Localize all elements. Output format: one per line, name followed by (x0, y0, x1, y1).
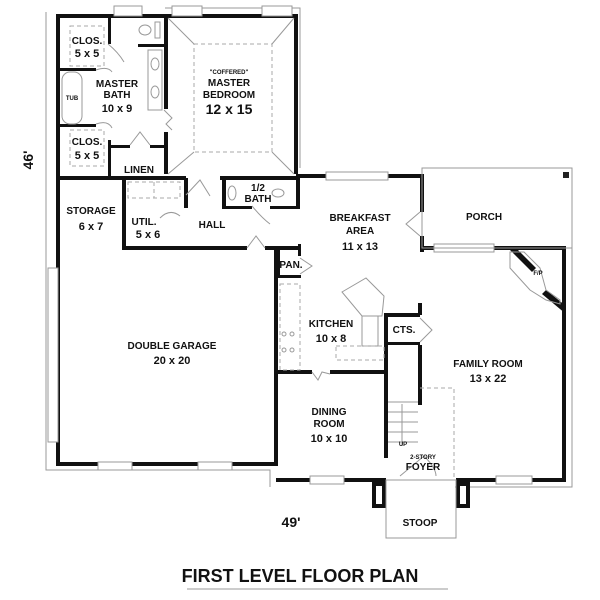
stoop-outline (385, 479, 457, 539)
fireplace-outline (509, 251, 561, 305)
kitchen-sink (361, 315, 379, 347)
half-bath-name-2: BATH (244, 194, 271, 205)
storage-size: 6 x 7 (79, 221, 103, 233)
kitchen-counter (279, 283, 301, 371)
porch-outline (421, 167, 573, 249)
master-bath-name-1: MASTER (96, 79, 139, 90)
sink (150, 57, 160, 71)
stoop-label: STOOP (403, 518, 438, 529)
master-bedroom-name-1: MASTER (208, 78, 251, 89)
closet-rod (69, 25, 105, 67)
hall-label: HALL (199, 220, 226, 231)
vanity (147, 49, 163, 111)
pantry-label: PAN. (279, 260, 302, 271)
breakfast-name-2: AREA (346, 226, 374, 237)
garage-size: 20 x 20 (154, 355, 191, 367)
closet-bottom-name: CLOS. (72, 137, 103, 148)
toilet (138, 24, 152, 36)
stairs (385, 387, 457, 539)
closet-top-name: CLOS. (72, 36, 103, 47)
fixtures (61, 21, 385, 371)
half-bath-toilet (271, 188, 285, 198)
dining-name-1: DINING (312, 407, 347, 418)
bathtub (61, 71, 83, 125)
fireplace-label: F/P (533, 271, 542, 277)
doors (95, 43, 437, 477)
sink (150, 85, 160, 99)
master-bath-name-2: BATH (103, 90, 130, 101)
breakfast-size: 11 x 13 (342, 241, 378, 253)
half-bath-name-1: 1/2 (251, 183, 265, 194)
room-labels: CLOS. 5 x 5 MASTER BATH 10 x 9 TUB CLOS.… (66, 36, 543, 529)
master-bedroom-name-2: BEDROOM (203, 90, 255, 101)
kitchen-name: KITCHEN (309, 319, 353, 330)
foyer-name: FOYER (406, 462, 441, 473)
kitchen-island (341, 277, 385, 317)
closet-bottom-size: 5 x 5 (75, 150, 99, 162)
closet-top-size: 5 x 5 (75, 48, 99, 60)
breakfast-name-1: BREAKFAST (329, 213, 390, 224)
porch-post (563, 172, 569, 178)
garage-name: DOUBLE GARAGE (128, 341, 217, 352)
dining-size: 10 x 10 (311, 433, 348, 445)
cts-label: CTS. (393, 325, 416, 336)
family-room-size: 13 x 22 (470, 373, 507, 385)
half-bath-sink (227, 185, 237, 201)
stairs-up-label: UP (399, 442, 407, 448)
width-dimension: 49' (282, 514, 301, 530)
kitchen-size: 10 x 8 (316, 333, 347, 345)
dining-name-2: ROOM (313, 419, 344, 430)
storage-name: STORAGE (66, 206, 116, 217)
foyer-note: 2-STORY (410, 455, 436, 461)
windows (47, 5, 533, 485)
depth-dimension: 46' (20, 151, 36, 170)
utility-name: UTIL. (132, 217, 157, 228)
master-bedroom-size: 12 x 15 (206, 101, 253, 117)
linen-label: LINEN (124, 165, 154, 176)
tub-label: TUB (66, 96, 79, 102)
porch-label: PORCH (466, 212, 502, 223)
master-bath-size: 10 x 9 (102, 103, 133, 115)
master-bedroom-note: "COFFERED" (210, 70, 249, 76)
coffered-ceiling (167, 17, 295, 175)
family-room-name: FAMILY ROOM (453, 359, 522, 370)
utility-size: 5 x 6 (136, 229, 160, 241)
plan-title: FIRST LEVEL FLOOR PLAN (182, 566, 419, 586)
